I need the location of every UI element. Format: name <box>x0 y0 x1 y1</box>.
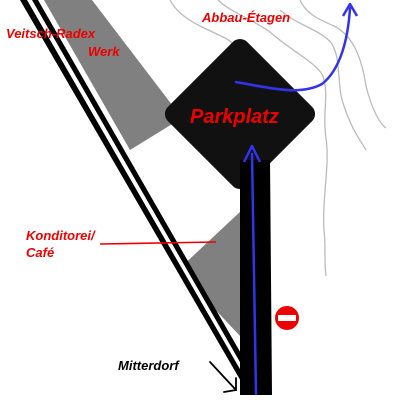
label-parkplatz: Parkplatz <box>190 106 279 128</box>
route-arrowhead-terraces <box>341 2 359 17</box>
direction-arrow-icon <box>209 361 237 393</box>
label-abbau-etagen: Abbau-Étagen <box>201 10 290 25</box>
parking-lot <box>164 38 316 190</box>
contour-line <box>299 0 387 129</box>
route-arrowhead-parking <box>242 144 262 163</box>
label-konditorei-line1: Konditorei/ <box>26 228 96 243</box>
factory-building-south <box>178 210 246 336</box>
route-path <box>234 6 352 396</box>
konditorei-pointer <box>99 241 217 245</box>
route-line-to-terraces <box>234 6 352 92</box>
contour-line <box>279 9 367 151</box>
contour-line <box>217 0 328 277</box>
label-konditorei-line2: Café <box>26 245 54 260</box>
no-entry-sign-icon <box>275 306 299 330</box>
label-mitterdorf: Mitterdorf <box>118 358 180 373</box>
access-road <box>240 160 272 395</box>
main-road <box>20 0 262 390</box>
factory-building-north <box>44 0 182 150</box>
route-line-up <box>250 152 258 396</box>
label-werk-line2: Werk <box>88 44 120 59</box>
label-werk-line1: Veitsch-Radex <box>6 26 96 41</box>
